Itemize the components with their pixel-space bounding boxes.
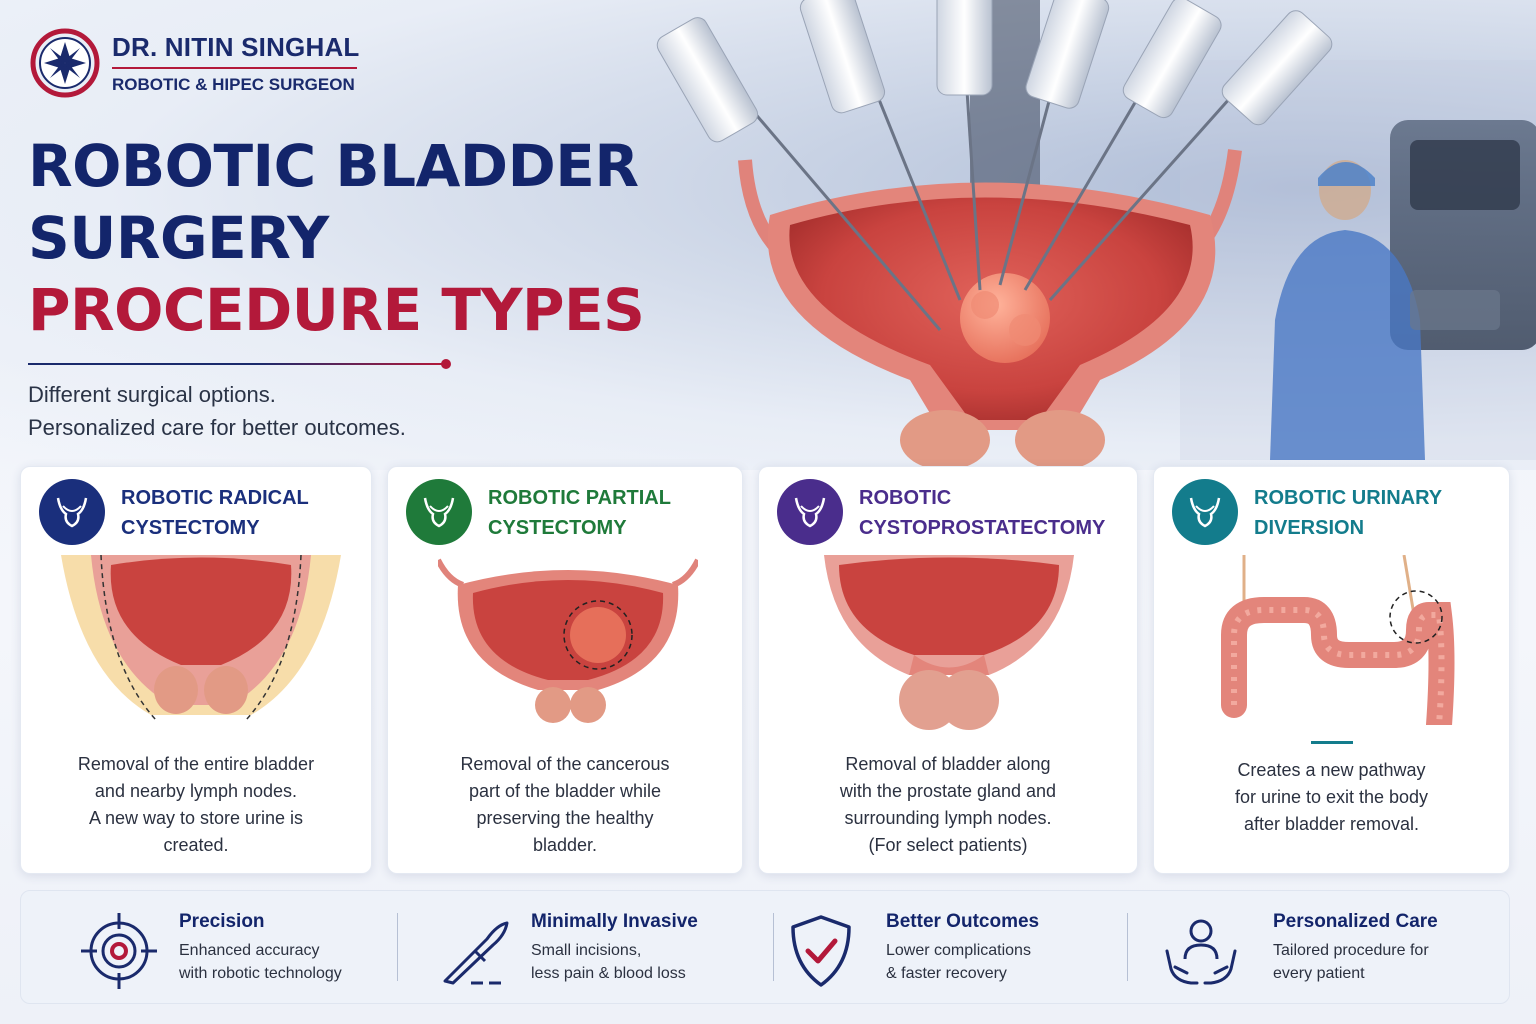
bladder-icon xyxy=(1172,479,1238,545)
subtitle-line-2: Personalized care for better outcomes. xyxy=(28,415,406,440)
robotic-bladder-illustration xyxy=(656,0,1333,470)
target-icon xyxy=(81,913,157,989)
benefit-text: Small incisions, less pain & blood loss xyxy=(531,939,686,985)
procedure-card-cystoprostatectomy[interactable]: ROBOTIC CYSTOPROSTATECTOMY Removal of bl… xyxy=(758,466,1138,874)
procedure-title-line: CYSTOPROSTATECTOMY xyxy=(859,517,1106,539)
page-title-line-3: PROCEDURE TYPES xyxy=(28,276,645,344)
procedure-desc-line: preserving the healthy xyxy=(476,808,654,828)
procedure-desc-line: after bladder removal. xyxy=(1243,814,1420,834)
procedure-card-urinary-diversion[interactable]: ROBOTIC URINARY DIVERSION Creates a new … xyxy=(1153,466,1510,874)
procedure-desc-line: Removal of bladder along xyxy=(845,754,1051,774)
partial-cystectomy-illustration xyxy=(438,558,698,723)
procedure-desc-line: Removal of the cancerous xyxy=(460,754,670,774)
benefit-better-outcomes: Better Outcomes Lower complications & fa… xyxy=(781,891,1121,1005)
bladder-icon xyxy=(39,479,105,545)
benefit-title: Better Outcomes xyxy=(886,911,1040,932)
benefits-bar: Precision Enhanced accuracy with robotic… xyxy=(20,890,1510,1004)
procedure-description: Removal of the cancerous part of the bla… xyxy=(398,751,732,859)
brand-tagline: ROBOTIC & HIPEC SURGEON xyxy=(112,74,355,94)
benefit-precision: Precision Enhanced accuracy with robotic… xyxy=(21,891,391,1005)
benefit-personalized-care: Personalized Care Tailored procedure for… xyxy=(1161,891,1501,1005)
benefit-text: Tailored procedure for every patient xyxy=(1273,939,1429,985)
procedure-title-line: ROBOTIC xyxy=(859,487,952,509)
procedure-desc-line: part of the bladder while xyxy=(468,781,662,801)
benefit-text-line: every patient xyxy=(1273,965,1365,982)
urinary-diversion-illustration xyxy=(1221,555,1455,725)
title-underline xyxy=(28,363,444,365)
benefit-text-line: & faster recovery xyxy=(886,965,1007,982)
title-underline-dot xyxy=(441,359,451,369)
benefit-text-line: less pain & blood loss xyxy=(531,965,686,982)
procedure-title-line: ROBOTIC RADICAL xyxy=(121,487,309,509)
procedure-desc-line: A new way to store urine is xyxy=(88,808,304,828)
procedure-title: ROBOTIC CYSTOPROSTATECTOMY xyxy=(859,483,1127,543)
procedure-desc-line: surrounding lymph nodes. xyxy=(844,808,1052,828)
procedure-desc-line: Removal of the entire bladder xyxy=(77,754,315,774)
procedure-card-radical-cystectomy[interactable]: ROBOTIC RADICAL CYSTECTOMY Removal of th… xyxy=(20,466,372,874)
operating-room-scene xyxy=(1180,60,1536,460)
cystoprostatectomy-illustration xyxy=(824,555,1074,730)
page-title-line-2: SURGERY xyxy=(28,204,329,272)
procedure-description: Removal of the entire bladder and nearby… xyxy=(31,751,361,859)
procedure-desc-line: created. xyxy=(163,835,229,855)
benefit-title: Precision xyxy=(179,911,265,932)
bladder-icon xyxy=(777,479,843,545)
benefit-divider xyxy=(1127,913,1128,981)
benefit-text-line: Tailored procedure for xyxy=(1273,942,1429,959)
page-title: ROBOTIC BLADDER SURGERY PROCEDURE TYPES xyxy=(28,130,645,346)
benefit-text-line: Lower complications xyxy=(886,942,1031,959)
procedure-card-partial-cystectomy[interactable]: ROBOTIC PARTIAL CYSTECTOMY Removal of th… xyxy=(387,466,743,874)
benefit-text: Lower complications & faster recovery xyxy=(886,939,1031,985)
benefit-title: Minimally Invasive xyxy=(531,911,698,932)
procedure-title: ROBOTIC RADICAL CYSTECTOMY xyxy=(121,483,361,543)
benefit-text-line: with robotic technology xyxy=(179,965,342,982)
procedure-desc-line: Creates a new pathway xyxy=(1237,760,1426,780)
procedure-title-line: ROBOTIC PARTIAL xyxy=(488,487,671,509)
procedure-title: ROBOTIC PARTIAL CYSTECTOMY xyxy=(488,483,732,543)
procedure-title-line: DIVERSION xyxy=(1254,517,1365,539)
scalpel-icon xyxy=(443,921,509,985)
brand-name: DR. NITIN SINGHAL xyxy=(112,31,360,62)
brand-divider xyxy=(112,66,357,69)
procedure-title: ROBOTIC URINARY DIVERSION xyxy=(1254,483,1499,543)
benefit-text: Enhanced accuracy with robotic technolog… xyxy=(179,939,342,985)
procedure-description: Removal of bladder along with the prosta… xyxy=(769,751,1127,859)
logo-emblem-icon xyxy=(30,28,100,98)
procedure-title-line: ROBOTIC URINARY xyxy=(1254,487,1443,509)
procedure-desc-line: for urine to exit the body xyxy=(1234,787,1429,807)
benefit-divider xyxy=(773,913,774,981)
benefit-minimally-invasive: Minimally Invasive Small incisions, less… xyxy=(411,891,761,1005)
benefit-text-line: Small incisions, xyxy=(531,942,642,959)
benefit-text-line: Enhanced accuracy xyxy=(179,942,320,959)
shield-check-icon xyxy=(791,915,851,987)
procedure-desc-line: with the prostate gland and xyxy=(839,781,1057,801)
procedure-desc-line: and nearby lymph nodes. xyxy=(94,781,298,801)
card-accent-line xyxy=(1310,741,1353,744)
procedure-desc-line: bladder. xyxy=(532,835,598,855)
procedure-title-line: CYSTECTOMY xyxy=(121,517,260,539)
page-title-line-1: ROBOTIC BLADDER xyxy=(28,132,639,200)
radical-cystectomy-illustration xyxy=(61,555,341,721)
procedure-desc-line: (For select patients) xyxy=(868,835,1028,855)
procedure-title-line: CYSTECTOMY xyxy=(488,517,627,539)
benefit-divider xyxy=(397,913,398,981)
brand-logo[interactable]: DR. NITIN SINGHAL ROBOTIC & HIPEC SURGEO… xyxy=(30,28,360,98)
benefit-title: Personalized Care xyxy=(1273,911,1438,932)
page-subtitle: Different surgical options. Personalized… xyxy=(28,378,406,444)
subtitle-line-1: Different surgical options. xyxy=(28,382,276,407)
bladder-icon xyxy=(406,479,472,545)
caring-hands-icon xyxy=(1165,919,1237,985)
procedure-description: Creates a new pathway for urine to exit … xyxy=(1164,757,1499,838)
